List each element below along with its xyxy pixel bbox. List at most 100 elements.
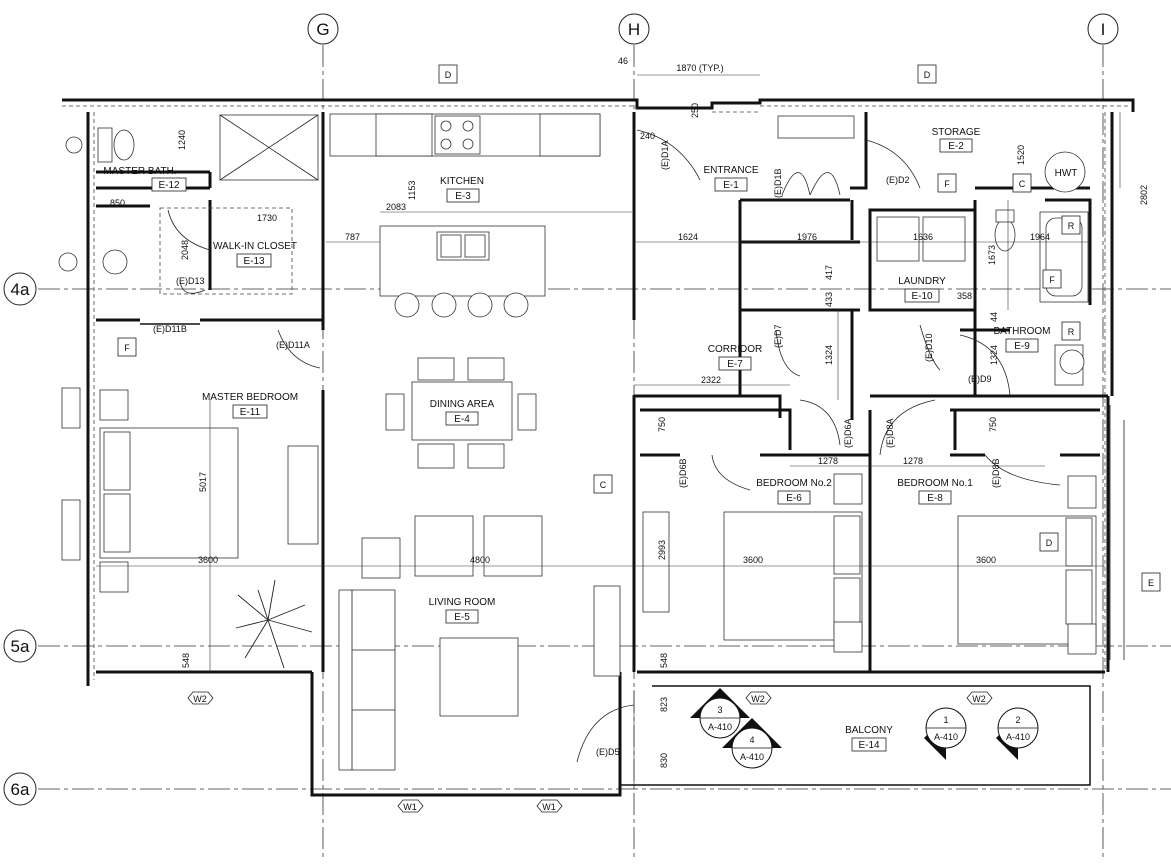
svg-text:H: H [628, 20, 640, 39]
grid-bubble-i: I [1087, 13, 1119, 45]
svg-text:W1: W1 [542, 802, 556, 812]
door-tag: (E)D13 [176, 276, 205, 286]
svg-text:W1: W1 [403, 802, 417, 812]
grid-lines [38, 45, 1171, 858]
dimension-label: 3600 [743, 555, 763, 565]
door-tag: (E)D7 [773, 324, 783, 348]
svg-text:R: R [1068, 221, 1075, 231]
svg-text:F: F [1049, 275, 1055, 285]
svg-text:WALK-IN CLOSET: WALK-IN CLOSET [213, 241, 297, 252]
hwt-label: HWT [1055, 168, 1078, 179]
dimension-labels: 46 1870 (TYP.) 250 240 1240 1520 2802 85… [110, 56, 1149, 768]
door-tag: (E)D1B [773, 168, 783, 198]
svg-text:I: I [1101, 20, 1106, 39]
svg-text:A-410: A-410 [708, 722, 732, 732]
svg-text:E-13: E-13 [243, 256, 265, 267]
grid-bubble-g: G [307, 13, 339, 45]
svg-text:A-410: A-410 [1006, 732, 1030, 742]
room-label-entrance: ENTRANCE E-1 [703, 165, 759, 192]
dimension-label: 3600 [198, 555, 218, 565]
grid-bubble-4a: 4a [3, 272, 37, 306]
living-fixtures [338, 515, 621, 771]
dimension-label: 3600 [976, 555, 996, 565]
svg-text:E-3: E-3 [455, 191, 471, 202]
elevation-tags: D D F C R F R F C D E HWT [117, 64, 1161, 592]
svg-text:C: C [600, 480, 607, 490]
dimension-label: 433 [824, 292, 834, 307]
section-marker-2: 2 A-410 [996, 707, 1039, 760]
room-label-living-room: LIVING ROOM E-5 [429, 597, 496, 624]
svg-text:ENTRANCE: ENTRANCE [703, 165, 758, 176]
svg-text:5a: 5a [11, 637, 30, 656]
dimension-label: 823 [659, 697, 669, 712]
svg-text:BALCONY: BALCONY [845, 725, 893, 736]
dimension-label: 548 [181, 653, 191, 668]
section-marker-1: 1 A-410 [924, 707, 967, 760]
dimension-label: 2322 [701, 375, 721, 385]
dimension-label: 1520 [1016, 145, 1026, 165]
door-tag: (E)D6A [843, 418, 853, 448]
kitchen-fixtures [329, 113, 601, 318]
dimension-label: 850 [110, 198, 125, 208]
door-tag: (E)D11A [276, 340, 310, 350]
dining-fixtures [385, 357, 537, 469]
dimension-label: 4800 [470, 555, 490, 565]
dimension-label: 417 [824, 265, 834, 280]
svg-text:MASTER BATH.: MASTER BATH. [103, 166, 176, 177]
svg-text:2: 2 [1015, 715, 1020, 725]
exterior-walls [62, 98, 1135, 797]
dimension-label: 1324 [824, 345, 834, 365]
dimension-label: 44 [989, 312, 999, 322]
svg-text:E-4: E-4 [454, 414, 470, 425]
svg-text:W2: W2 [972, 694, 986, 704]
dimension-label: 358 [957, 291, 972, 301]
svg-text:F: F [944, 179, 950, 189]
door-tag: (E)D6B [678, 458, 688, 488]
dimension-label: 2802 [1139, 185, 1149, 205]
door-tag: (E)D2 [886, 175, 910, 185]
dimension-label: 250 [690, 103, 700, 118]
svg-text:E-2: E-2 [948, 141, 964, 152]
dimension-label: 830 [659, 753, 669, 768]
svg-text:E-10: E-10 [911, 291, 933, 302]
door-tags: (E)D1A (E)D1B (E)D2 (E)D13 (E)D11B (E)D1… [153, 140, 1001, 757]
svg-text:D: D [1046, 538, 1053, 548]
dimension-label: 2083 [386, 202, 406, 212]
dimension-label: 548 [659, 653, 669, 668]
room-label-bedroom-1: BEDROOM No.1 E-8 [897, 478, 973, 505]
svg-text:STORAGE: STORAGE [932, 127, 981, 138]
door-tag: (E)D8B [991, 458, 1001, 488]
dimension-label: 750 [988, 417, 998, 432]
room-label-master-bedroom: MASTER BEDROOM E-11 [202, 392, 298, 419]
dimension-label: 1636 [913, 232, 933, 242]
master-bedroom-fixtures [61, 387, 319, 669]
master-bath-fixtures [58, 114, 319, 275]
door-tag: (E)D1A [660, 140, 670, 170]
dimension-label: 1624 [678, 232, 698, 242]
svg-text:KITCHEN: KITCHEN [440, 176, 484, 187]
dimension-label: 1870 (TYP.) [676, 63, 723, 73]
dimension-label: 1324 [989, 345, 999, 365]
svg-text:A-410: A-410 [934, 732, 958, 742]
svg-text:1: 1 [943, 715, 948, 725]
dimension-label: 1240 [177, 130, 187, 150]
svg-text:6a: 6a [11, 780, 30, 799]
walk-in-closet-fixtures [159, 207, 293, 295]
dimension-label: 750 [657, 417, 667, 432]
svg-text:LIVING ROOM: LIVING ROOM [429, 597, 496, 608]
svg-text:E-7: E-7 [727, 359, 743, 370]
svg-text:BEDROOM No.2: BEDROOM No.2 [756, 478, 832, 489]
svg-text:BEDROOM No.1: BEDROOM No.1 [897, 478, 973, 489]
svg-text:D: D [445, 70, 452, 80]
room-label-dining-area: DINING AREA E-4 [430, 399, 495, 426]
room-label-walk-in-closet: WALK-IN CLOSET E-13 [213, 241, 297, 268]
door-tag: (E)D11B [153, 324, 187, 334]
grid-bubble-h: H [618, 13, 650, 45]
dimension-label: 2993 [657, 540, 667, 560]
svg-text:E-11: E-11 [240, 407, 261, 418]
dimension-label: 2048 [180, 240, 190, 260]
svg-text:E-12: E-12 [158, 180, 180, 191]
svg-text:C: C [1019, 179, 1026, 189]
svg-text:G: G [316, 20, 329, 39]
